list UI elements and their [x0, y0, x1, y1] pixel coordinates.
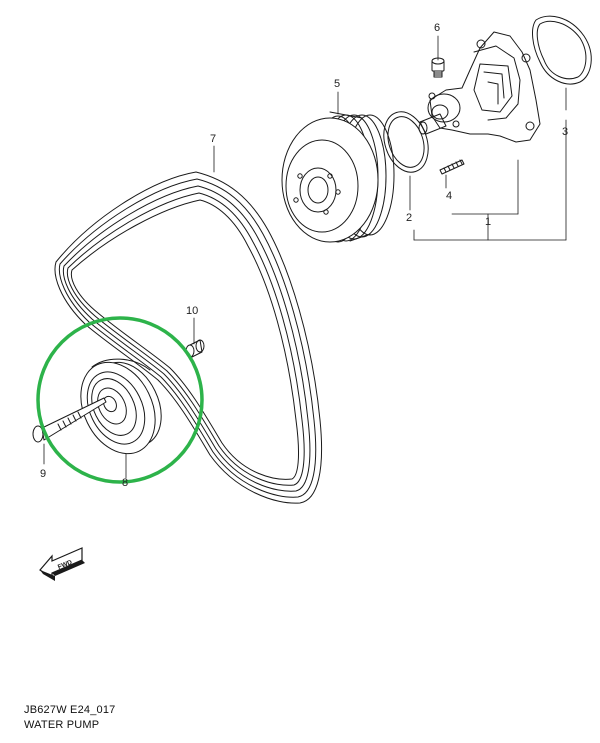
callout-numbers: 1 2 3 4 5 6 7 9 10 8	[40, 22, 568, 489]
idler-bolt	[32, 397, 107, 443]
callout-10: 10	[186, 305, 198, 317]
drive-belt	[54, 171, 323, 504]
diagram-title: WATER PUMP	[24, 719, 100, 731]
pump-stud	[439, 159, 465, 175]
water-pump	[418, 31, 541, 143]
pump-gasket	[532, 15, 592, 85]
callout-4: 4	[446, 190, 452, 202]
leader-lines	[43, 35, 567, 479]
callout-1: 1	[485, 216, 491, 228]
fwd-arrow: FWD	[39, 547, 85, 581]
callout-9: 9	[40, 468, 46, 480]
callout-5: 5	[334, 78, 340, 90]
callout-7: 7	[210, 133, 216, 145]
diagram-code: JB627W E24_017	[24, 704, 116, 716]
pump-bolt	[431, 57, 445, 78]
crankshaft-pulley	[281, 111, 395, 243]
gasket-o-ring	[383, 111, 429, 173]
callout-3: 3	[562, 126, 568, 138]
idler-pulley	[80, 358, 162, 455]
callout-2: 2	[406, 212, 412, 224]
highlight-circle	[36, 316, 204, 484]
callout-8: 8	[122, 477, 128, 489]
callout-6: 6	[434, 22, 440, 34]
